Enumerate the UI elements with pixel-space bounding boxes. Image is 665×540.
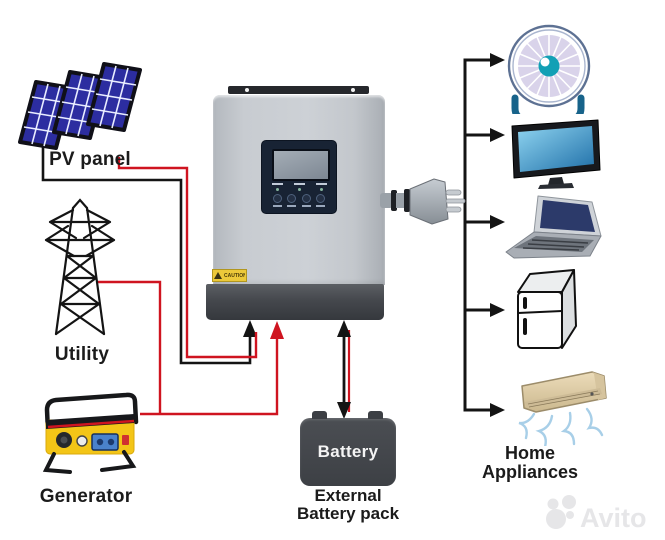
avito-watermark: Avito	[546, 495, 647, 533]
pv-wire-red	[117, 157, 258, 359]
watermark-text: Avito	[580, 503, 647, 533]
generator-icon	[42, 392, 139, 474]
appliances-label: Home Appliances	[481, 443, 579, 482]
appliance-feed-line	[463, 58, 491, 412]
inverter-mount-bracket	[228, 86, 369, 94]
laptop-icon	[505, 195, 602, 259]
pv-panel-icon	[18, 62, 142, 150]
generator-wire-red	[140, 338, 279, 416]
battery-terminal	[368, 411, 383, 419]
bracket-screw-hole	[351, 88, 355, 92]
battery-terminal	[312, 411, 327, 419]
utility-tower-icon	[44, 198, 116, 336]
appliance-arrows	[490, 53, 505, 417]
warning-triangle-icon	[214, 272, 222, 279]
inverter-bottom-panel	[206, 284, 384, 320]
generator-label: Generator	[39, 486, 133, 507]
pv-arrow	[243, 320, 257, 337]
bracket-screw-hole	[245, 88, 249, 92]
battery-icon: Battery	[300, 411, 396, 486]
battery-wire	[337, 320, 351, 419]
tv-icon	[511, 119, 601, 189]
inverter-lcd-screen	[272, 149, 330, 181]
refrigerator-icon	[517, 269, 577, 349]
battery-caption: External Battery pack	[296, 486, 400, 523]
pv-panel-label: PV panel	[49, 149, 131, 170]
generator-arrow	[270, 321, 284, 339]
power-plug-icon	[380, 178, 466, 225]
fan-icon	[507, 24, 591, 114]
air-conditioner-icon	[518, 371, 607, 446]
battery-label: Battery	[317, 442, 379, 461]
inverter-buttons	[270, 194, 328, 207]
inverter-led-indicators	[270, 183, 328, 191]
caution-sticker: CAUTION	[212, 269, 247, 282]
utility-label: Utility	[54, 344, 110, 365]
utility-wire-red	[97, 280, 162, 414]
inverter-display-panel	[262, 141, 336, 213]
